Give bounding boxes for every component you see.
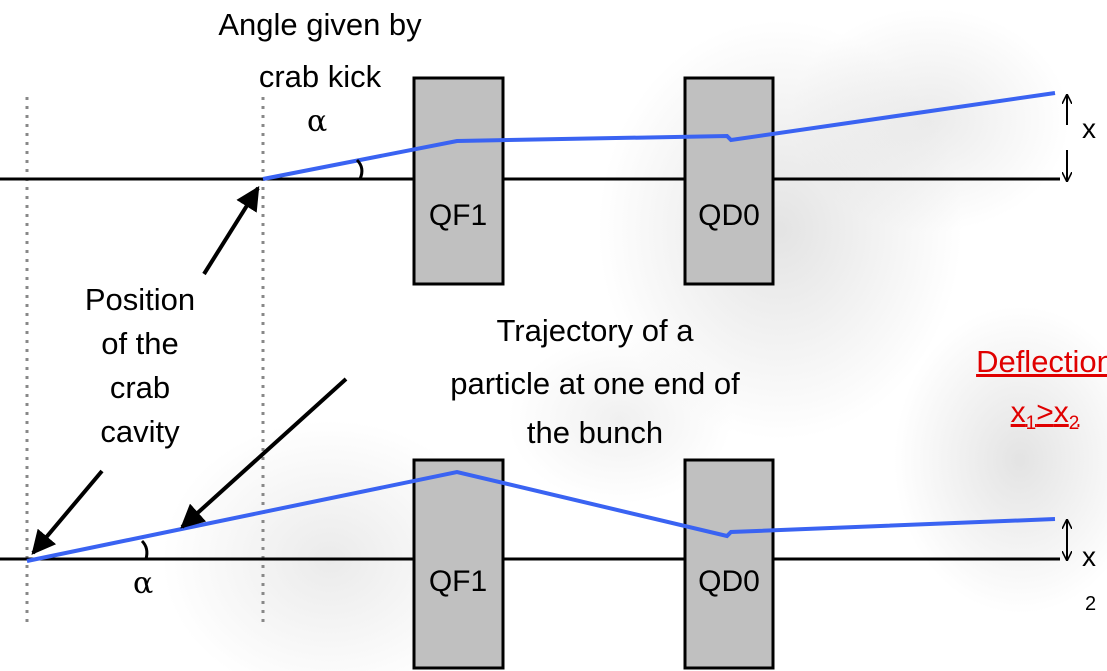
alpha-top: α: [307, 104, 328, 139]
deflection-title: Deflection: [975, 342, 1107, 382]
x2-label: x: [1082, 541, 1096, 572]
arrow-to-crab-top: [202, 185, 260, 276]
arrow-to-crab-bottom: [31, 469, 104, 555]
deflection-inequality: x1>x2: [975, 396, 1107, 435]
ineq-gt: >: [1036, 396, 1054, 429]
magnet-qd0-top: [683, 76, 775, 286]
x1-label: x: [1082, 113, 1096, 144]
magnet-qf1-bottom-label: QF1: [428, 565, 488, 598]
position-label-line2: of the: [101, 326, 179, 361]
ineq-x1: x: [1010, 396, 1026, 429]
x2-subscript: 2: [1085, 593, 1097, 615]
magnet-qf1-bottom: [412, 458, 505, 670]
trajectory-bottom: [26, 469, 1056, 563]
angle-title-line1: Angle given by: [218, 7, 422, 42]
angle-arc-top: [355, 158, 364, 180]
trajectory-label-line2: particle at one end of: [450, 366, 740, 401]
ineq-sub2: 2: [1068, 413, 1080, 434]
magnet-qd0-bottom-label: QD0: [698, 565, 760, 598]
alpha-bottom: α: [133, 566, 154, 601]
ineq-x2: x: [1053, 396, 1069, 429]
trajectory-top: [262, 91, 1056, 181]
position-label-line4: cavity: [100, 414, 180, 449]
position-label-line1: Position: [84, 282, 196, 317]
magnet-qd0-top-label: QD0: [698, 199, 760, 232]
magnet-qd0-bottom: [683, 458, 775, 670]
arrow-to-trajectory: [180, 377, 348, 529]
magnet-qf1-top: [412, 76, 505, 286]
deflection-word: Deflection: [976, 344, 1107, 379]
trajectory-label-line3: the bunch: [526, 415, 664, 450]
angle-title-line2: crab kick: [258, 59, 382, 94]
position-label-line3: crab: [109, 370, 171, 405]
ineq-sub1: 1: [1025, 413, 1037, 434]
angle-arc-bottom: [140, 539, 149, 560]
trajectory-label-line1: Trajectory of a: [496, 313, 694, 348]
magnet-qf1-top-label: QF1: [428, 199, 488, 232]
